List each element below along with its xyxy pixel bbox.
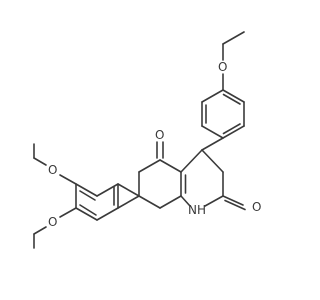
lactam-ring — [180, 137, 246, 211]
bond — [180, 195, 191, 207]
bond — [201, 149, 224, 173]
double-bond — [224, 199, 246, 211]
bond — [138, 195, 161, 209]
bond — [201, 137, 224, 151]
bond — [222, 31, 245, 45]
atom-label-lactam-oxygen: O — [252, 200, 261, 214]
atom-label-ethoxy-oxygen: O — [218, 60, 227, 74]
molecule-canvas: O O O NH O O — [33, 31, 262, 249]
bond — [222, 89, 245, 103]
bond — [33, 226, 47, 235]
bond — [204, 195, 224, 207]
double-bond — [79, 204, 97, 216]
structure-diagram: O O O NH O O — [33, 31, 261, 249]
bond — [33, 157, 47, 166]
bond — [75, 207, 98, 221]
atom-label-ketone-oxygen: O — [155, 128, 164, 142]
bond — [96, 183, 119, 197]
double-bond — [222, 93, 241, 105]
bond — [138, 159, 161, 173]
bond — [222, 195, 244, 206]
double-bond — [79, 190, 96, 201]
bond — [96, 207, 119, 221]
bond — [117, 183, 140, 197]
bond — [201, 125, 224, 139]
ethoxy-chain — [222, 31, 245, 91]
bond — [117, 195, 140, 209]
bond — [75, 183, 98, 197]
double-bond — [222, 123, 241, 135]
atom-label-lower-methoxy-oxygen: O — [48, 215, 57, 229]
dimethoxyphenyl-ring — [75, 183, 140, 221]
bond — [59, 174, 77, 185]
cyclohexenone-ring — [138, 141, 182, 209]
bond — [180, 149, 203, 173]
atom-label-upper-methoxy-oxygen: O — [48, 163, 57, 177]
bond — [201, 89, 224, 103]
bond — [59, 207, 77, 218]
bond — [159, 195, 182, 209]
atom-label-nh: NH — [188, 203, 206, 217]
bond — [222, 125, 245, 139]
bond — [159, 159, 182, 173]
ethoxyphenyl-ring — [201, 89, 245, 139]
methoxy-groups — [33, 143, 77, 249]
